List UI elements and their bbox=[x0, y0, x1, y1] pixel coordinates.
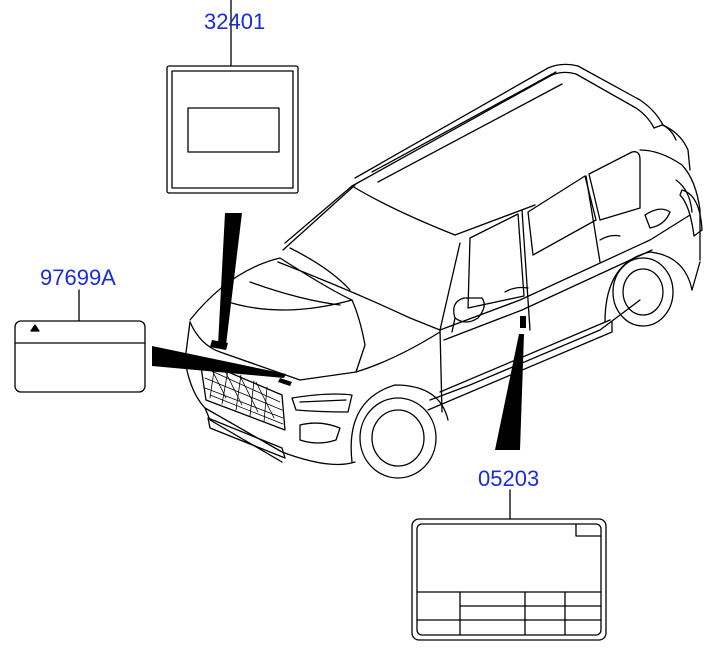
leader-bottom bbox=[495, 334, 524, 450]
part-number-05203-link[interactable]: 05203 bbox=[478, 466, 540, 491]
leader-wedges bbox=[152, 213, 526, 450]
vehicle-outline bbox=[184, 63, 703, 479]
label-32401-illustration bbox=[166, 0, 299, 194]
label-05203-illustration bbox=[411, 489, 607, 641]
leader-top bbox=[218, 213, 242, 345]
part-number-32401-link[interactable]: 32401 bbox=[204, 9, 266, 34]
part-number-97699a-link[interactable]: 97699A bbox=[40, 265, 116, 290]
label-97699a-illustration bbox=[14, 289, 146, 393]
leader-left bbox=[152, 346, 286, 378]
